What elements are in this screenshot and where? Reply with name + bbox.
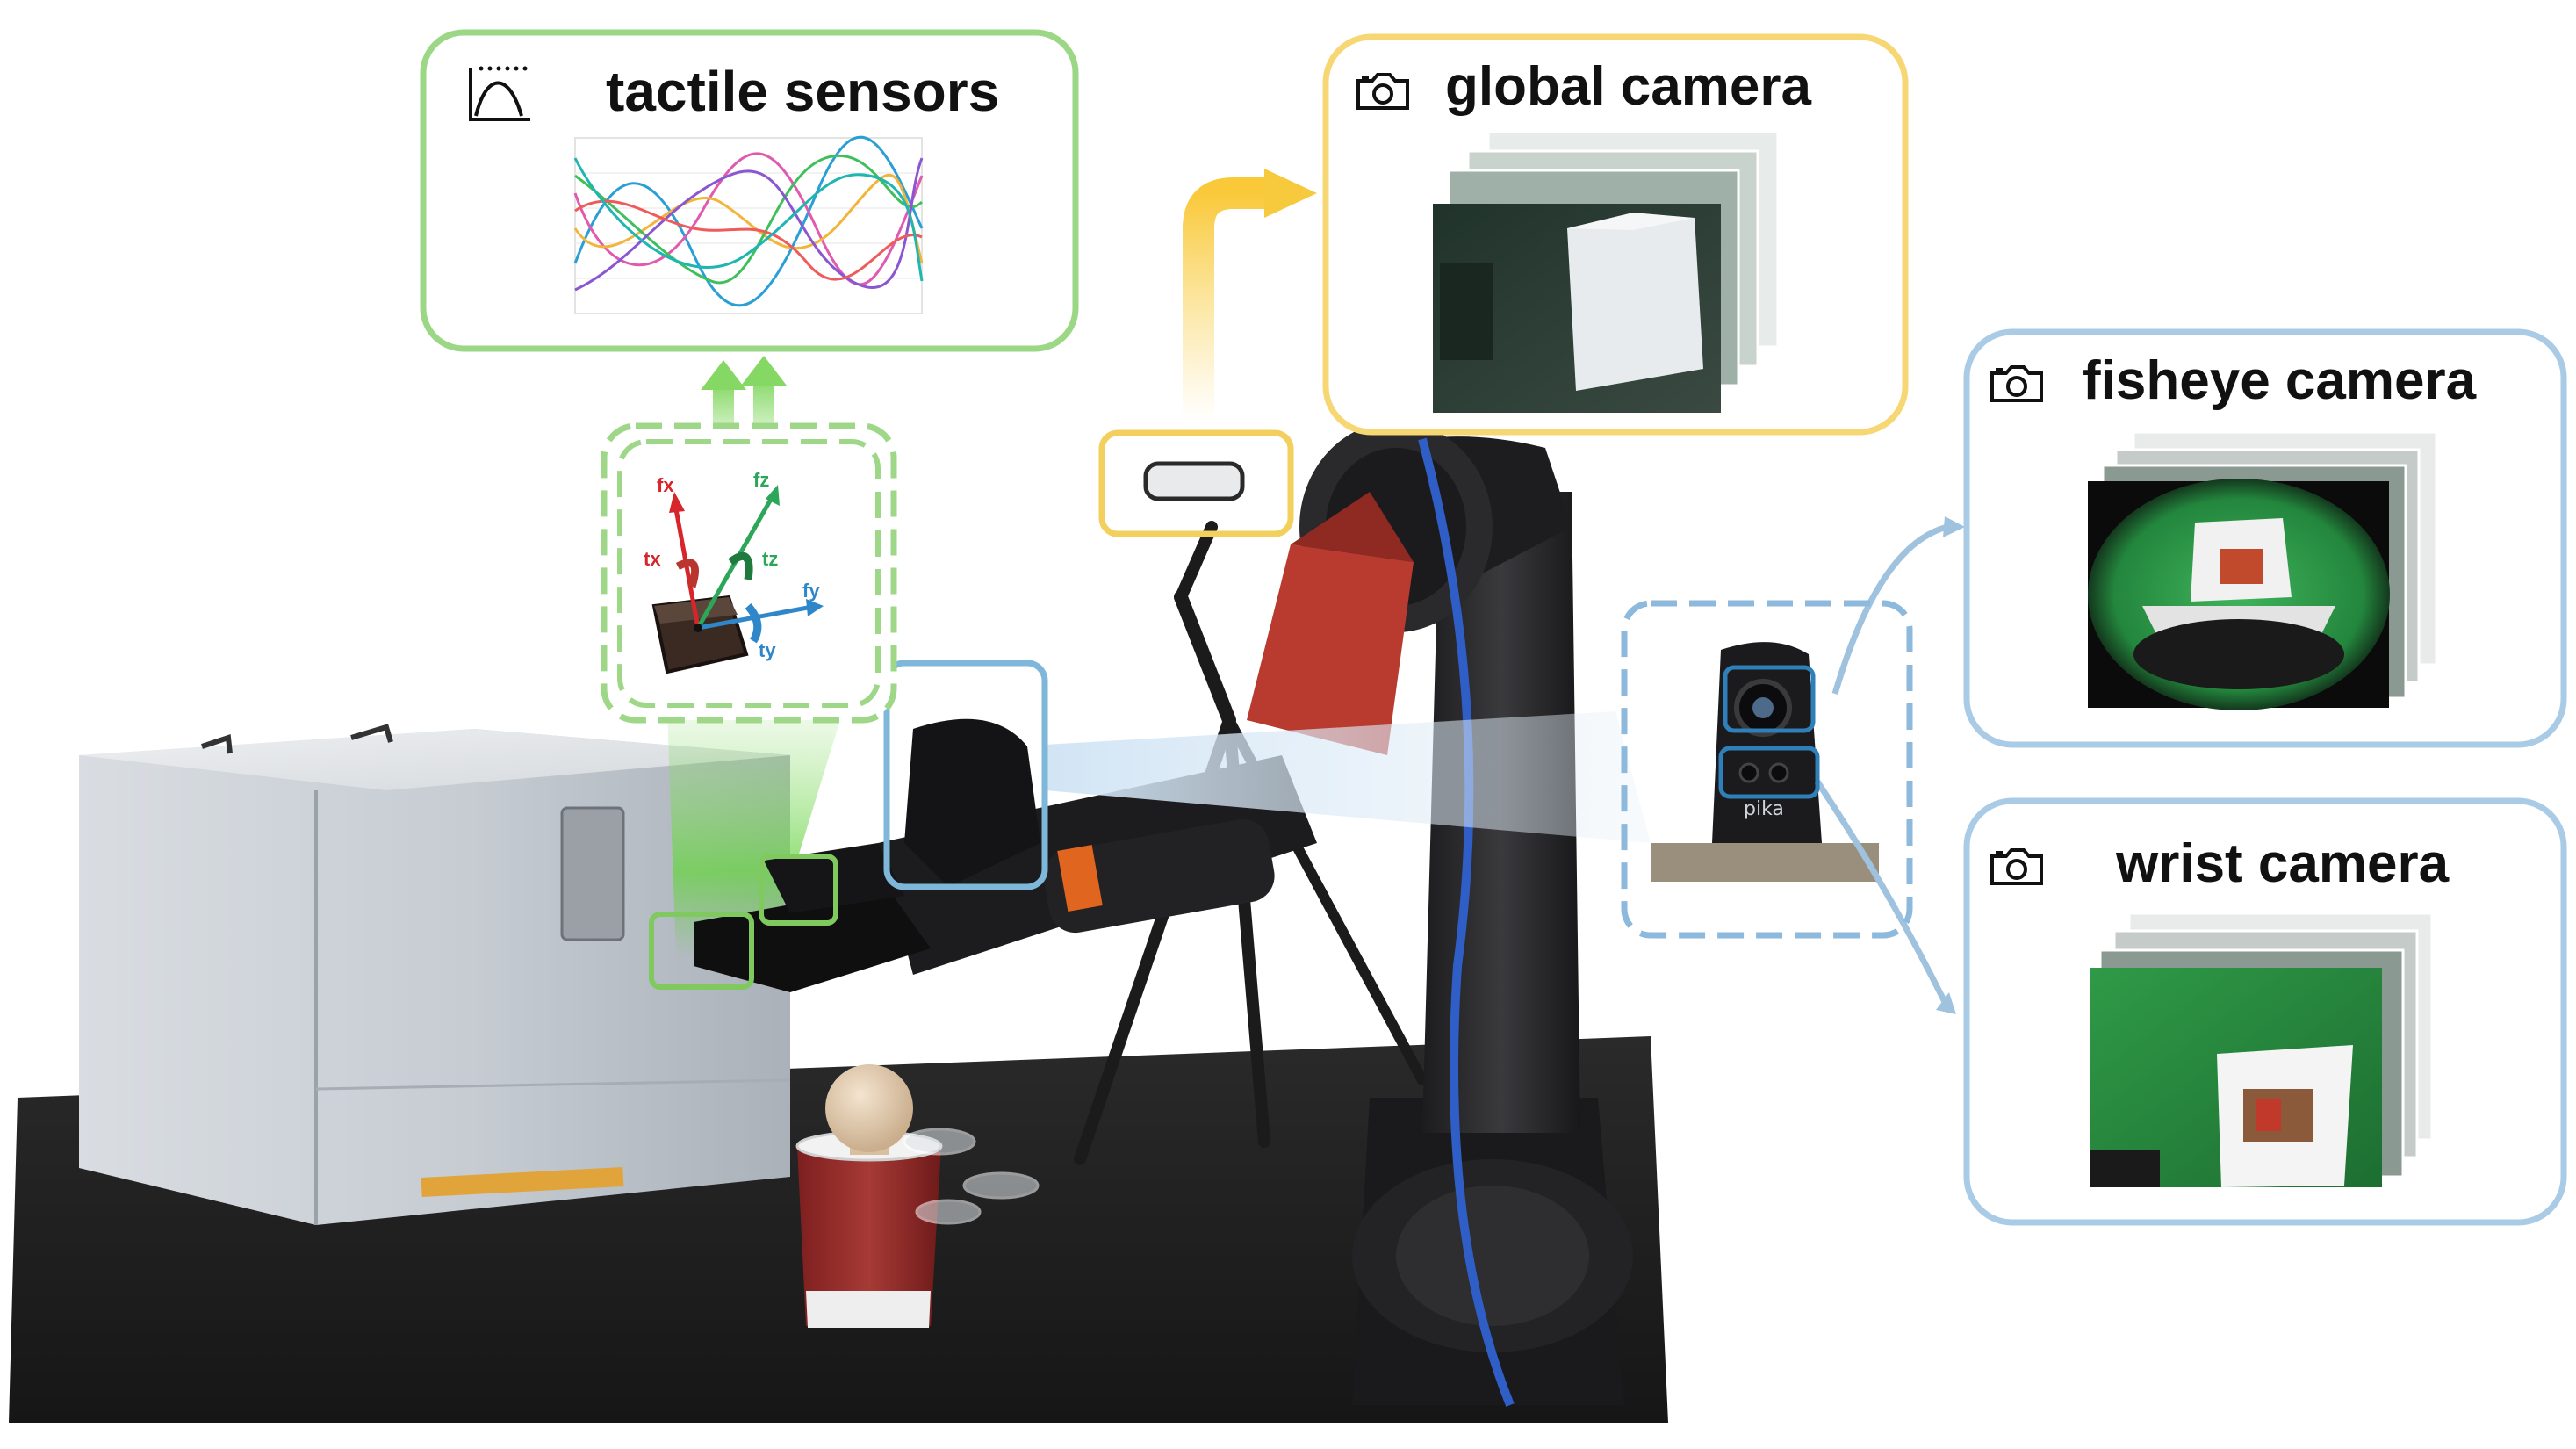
camera-icon bbox=[1356, 73, 1409, 110]
wrist-camera-highlight bbox=[883, 660, 1048, 890]
force-sensor-diagram bbox=[651, 485, 824, 674]
fx-label: fx bbox=[657, 474, 674, 496]
camera-icon bbox=[1990, 848, 2043, 885]
wrist-lens-highlight bbox=[1718, 746, 1820, 799]
global-arrow-head bbox=[1264, 169, 1317, 218]
waveform-chart-icon bbox=[469, 66, 530, 121]
tz-label: tz bbox=[762, 548, 779, 570]
fingertip-highlight-right bbox=[759, 854, 838, 926]
global-camera-highlight bbox=[1098, 429, 1294, 537]
fisheye-camera-frames bbox=[2088, 430, 2438, 710]
fz-label: fz bbox=[753, 469, 770, 491]
global-camera-device bbox=[1143, 461, 1245, 501]
wrist-panel-title: wrist camera bbox=[2116, 833, 2450, 894]
pika-label: pika bbox=[1744, 798, 1784, 820]
tactile-highlight-beam bbox=[667, 711, 843, 957]
tactile-panel-title: tactile sensors bbox=[606, 60, 1000, 123]
global-panel-title: global camera bbox=[1445, 56, 1811, 117]
tx-label: tx bbox=[644, 548, 661, 570]
ty-label: ty bbox=[759, 639, 776, 661]
fisheye-lens-highlight bbox=[1723, 665, 1816, 733]
wrist-connector bbox=[1815, 780, 1951, 1009]
fingertip-highlight-left bbox=[649, 912, 754, 990]
fy-label: fy bbox=[802, 580, 820, 602]
robot-arm bbox=[878, 422, 1633, 1407]
white-box bbox=[79, 724, 791, 1225]
wrist-camera-frames bbox=[2090, 912, 2434, 1187]
clear-cups bbox=[903, 1128, 1040, 1225]
pika-inset bbox=[1621, 600, 1913, 939]
camera-icon bbox=[1990, 365, 2043, 402]
fisheye-connector bbox=[1831, 523, 1948, 695]
pika-device: pika bbox=[1651, 642, 1879, 882]
tactile-signal-plot bbox=[573, 135, 924, 314]
global-arrow bbox=[1183, 177, 1264, 422]
fisheye-panel-title: fisheye camera bbox=[2083, 350, 2477, 411]
wrist-highlight-beam bbox=[1045, 711, 1651, 843]
global-camera-frames bbox=[1433, 130, 1780, 413]
